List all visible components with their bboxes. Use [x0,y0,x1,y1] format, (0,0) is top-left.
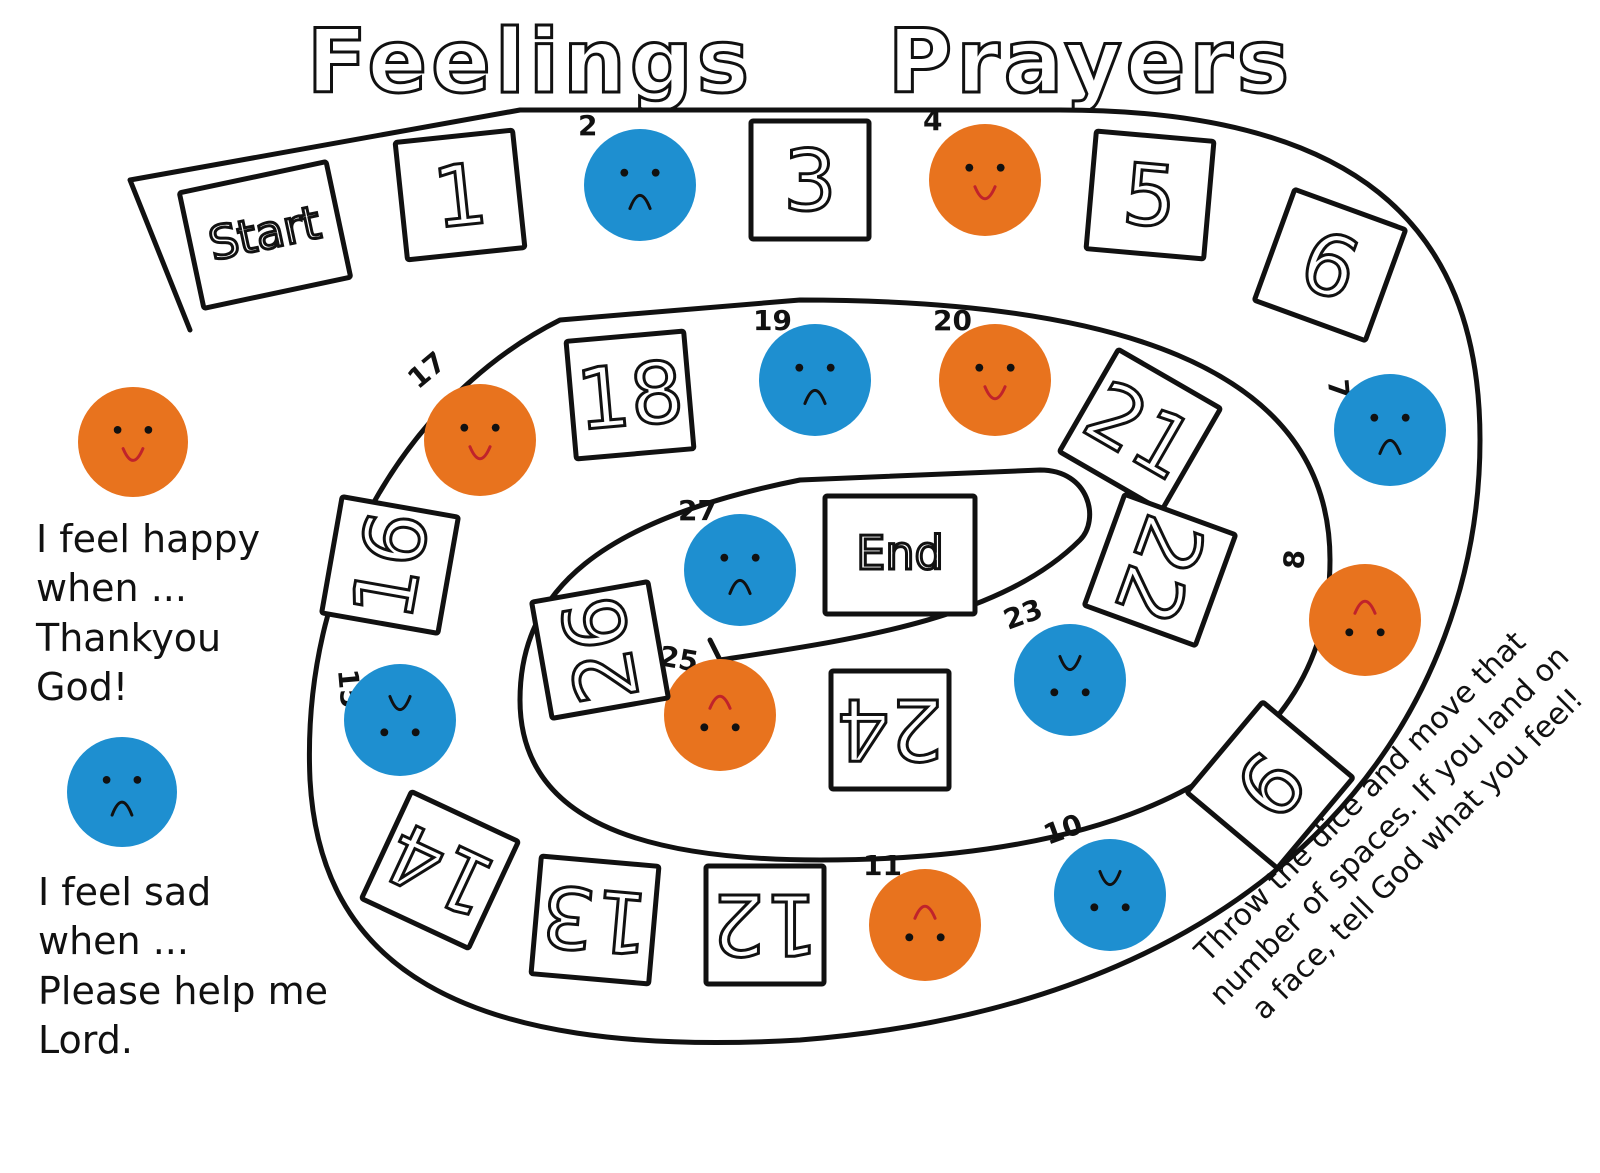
square-label: 24 [837,680,944,778]
board-square: 21 [1057,347,1223,513]
square-label: 13 [538,866,653,973]
board-square: 20 [933,304,1051,436]
sad-face-icon [1014,624,1126,736]
square-number-label: 20 [933,304,972,337]
board-square: 27 [678,494,796,626]
outer-track [127,107,1483,1045]
happy-face-icon [1309,564,1421,676]
square-box [1082,492,1238,648]
page-title: Feelings Prayers [0,9,1600,115]
board-square: 12 [703,863,827,987]
square-number-label: 4 [923,104,942,137]
board-square: 13 [528,853,662,987]
square-number-label: 23 [999,592,1047,636]
square-number-label: 17 [401,345,452,395]
board-square: 1 [392,127,528,263]
square-box [1252,187,1408,343]
square-number-label: 27 [678,494,717,527]
square-box [1057,347,1223,513]
square-label: 3 [783,132,836,230]
square-label: 14 [371,802,509,936]
board-square: 14 [359,789,521,951]
square-box [1083,128,1217,262]
square-number-label: 11 [863,849,902,882]
square-label: 16 [333,504,448,626]
square-box [828,668,952,792]
happy-face-icon [869,869,981,981]
sad-face-icon [1054,839,1166,951]
sad-caption: I feel sad when ... Please help me Lord. [38,870,329,1063]
square-number-label: 10 [1039,807,1087,851]
square-box [392,127,528,263]
happy-caption: I feel happy when ... Thankyou God! [36,517,261,710]
square-label: 12 [712,875,819,973]
board-square: 5 [1083,128,1217,262]
sad-face-icon [344,664,456,776]
sad-face-icon [584,129,696,241]
sad-face-icon [1334,374,1446,486]
board-square: 2 [578,109,696,241]
board-square: 15 [331,664,456,776]
square-box [319,494,461,636]
square-box [528,853,662,987]
board-square: 10 [1039,807,1166,951]
board-square: 11 [863,849,981,981]
square-label: 1 [428,144,491,247]
square-label: 26 [543,589,658,711]
board-square: 19 [753,304,871,436]
title-word-feelings: Feelings [305,9,754,115]
square-box [359,789,521,951]
title-word-prayers: Prayers [886,9,1294,115]
board-square: 18 [563,328,697,462]
happy-face-icon [929,124,1041,236]
square-box [177,159,353,311]
square-label: 21 [1069,362,1211,500]
board-square: 9 [1185,700,1355,870]
sad-face-icon [684,514,796,626]
board-square: 25 [657,639,776,771]
square-box [563,328,697,462]
happy-face-icon [424,384,536,496]
square-label: 18 [573,343,688,450]
board-square: 4 [923,104,1041,236]
board-square: 26 [529,579,671,721]
square-box [529,579,671,721]
square-label: End [856,526,943,580]
board-square: 24 [828,668,952,792]
square-number-label: 8 [1277,548,1312,570]
board-square: 8 [1277,548,1421,676]
happy-face-icon [664,659,776,771]
board-square: Start [177,159,353,311]
square-number-label: 2 [578,109,597,142]
square-label: 5 [1119,145,1181,247]
board-square: End [822,493,978,617]
board-square: 23 [999,592,1126,736]
board-square: 6 [1252,187,1408,343]
square-box [748,118,872,242]
board-square: 16 [319,494,461,636]
board-square: 17 [401,345,536,496]
square-box [703,863,827,987]
board-square: 3 [748,118,872,242]
square-box [1185,700,1355,870]
square-number-label: 19 [753,304,792,337]
legend-sad-face-icon [67,737,177,847]
board-square: 22 [1082,492,1238,648]
legend-happy-face-icon [78,387,188,497]
happy-face-icon [939,324,1051,436]
board-square: 7 [1321,374,1446,486]
square-box [822,493,978,617]
sad-face-icon [759,324,871,436]
